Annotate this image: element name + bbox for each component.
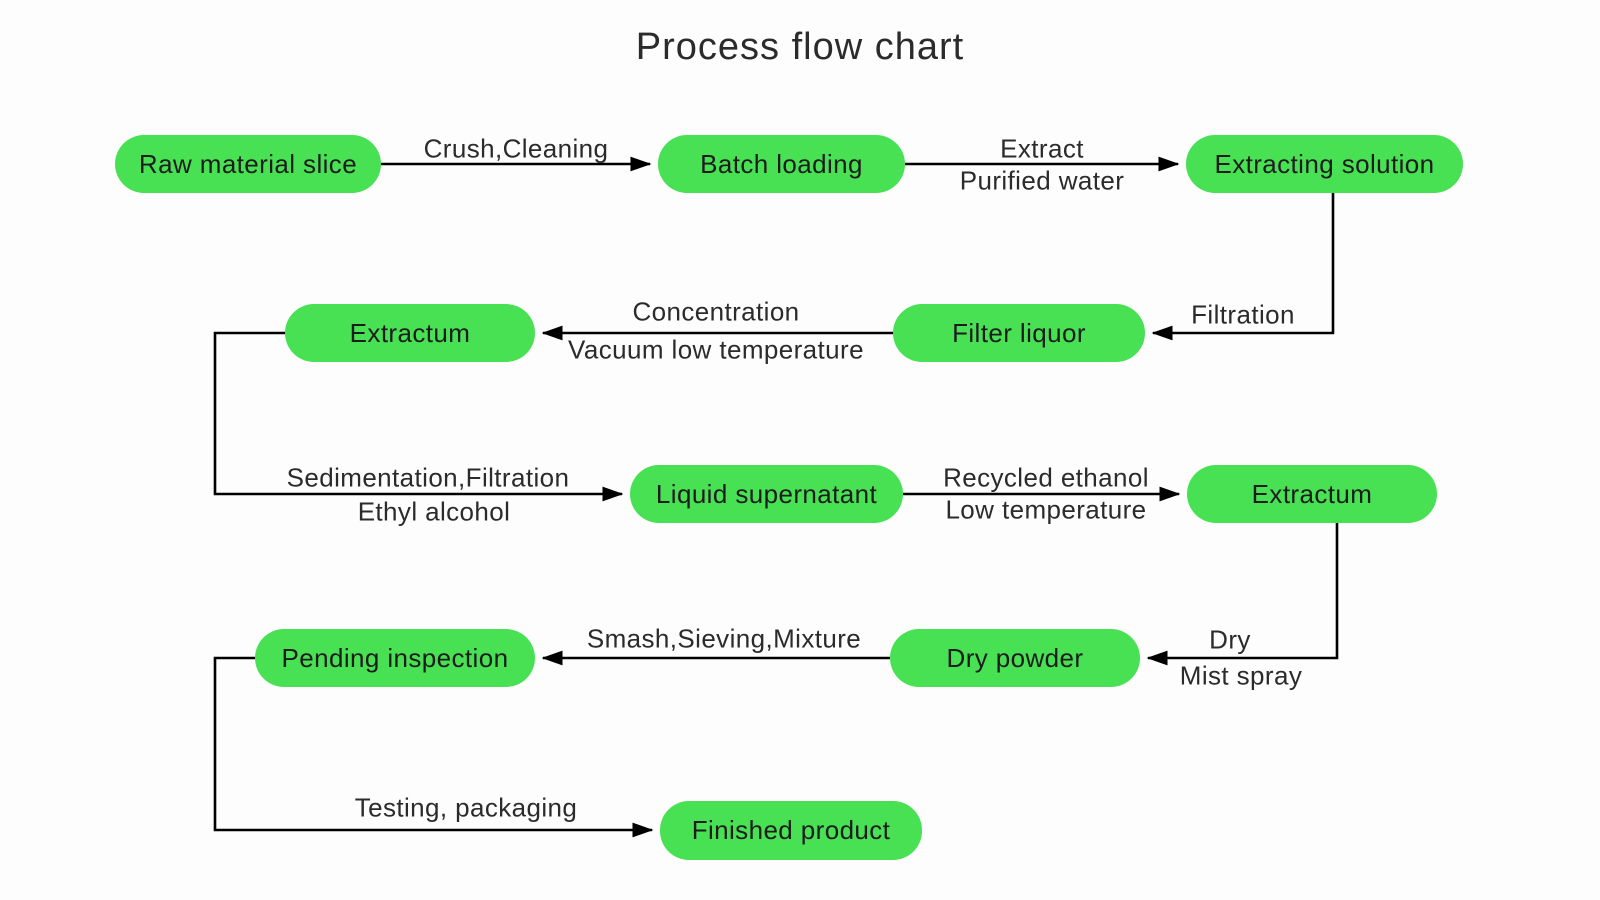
edge-extractum-1-to-liquid-supernatant [213,331,624,502]
node-finished-product: Finished product [660,801,922,860]
edge-label-filtration: Filtration [1191,299,1295,330]
node-label: Pending inspection [281,642,509,673]
edge-pending-inspection-to-finished-product [213,656,654,838]
node-label: Liquid supernatant [655,478,878,509]
node-liquid-supernatant: Liquid supernatant [630,465,903,523]
node-label: Batch loading [700,148,863,179]
node-dry-powder: Dry powder [890,629,1140,687]
node-label: Extracting solution [1214,148,1435,179]
edge-label-mist-spray: Mist spray [1179,660,1303,691]
edge-label-low-temperature: Low temperature [945,494,1147,525]
node-label: Extractum [349,317,471,348]
node-filter-liquor: Filter liquor [893,304,1145,362]
node-extractum-2: Extractum [1187,465,1437,523]
edge-label-vacuum-low-temperature: Vacuum low temperature [568,334,864,365]
node-label: Finished product [691,815,891,845]
edge-label-recycled-ethanol: Recycled ethanol [943,462,1149,493]
node-label: Dry powder [946,642,1084,673]
node-batch-loading: Batch loading [658,135,905,193]
node-label: Filter liquor [952,317,1086,348]
edge-label-sedimentation-filtration: Sedimentation,Filtration [286,462,570,493]
node-extractum-1: Extractum [285,304,535,362]
node-label: Raw material slice [138,148,358,179]
edge-extracting-solution-to-filter-liquor [1151,193,1335,341]
node-pending-inspection: Pending inspection [255,629,535,687]
edge-extractum-2-to-dry-powder [1146,523,1339,666]
edge-label-smash-sieving-mixture: Smash,Sieving,Mixture [586,623,862,654]
edge-label-extract: Extract [1000,133,1084,164]
edge-label-testing-packaging: Testing, packaging [354,792,578,823]
edge-label-purified-water: Purified water [959,165,1125,196]
node-label: Extractum [1251,478,1373,509]
node-raw-material-slice: Raw material slice [115,135,381,193]
edge-label-crush-cleaning: Crush,Cleaning [423,133,609,164]
chart-title: Process flow chart [635,26,965,68]
edge-label-ethyl-alcohol: Ethyl alcohol [357,496,511,527]
node-extracting-solution: Extracting solution [1186,135,1463,193]
edge-label-dry: Dry [1209,624,1251,655]
edge-label-concentration: Concentration [632,296,800,327]
